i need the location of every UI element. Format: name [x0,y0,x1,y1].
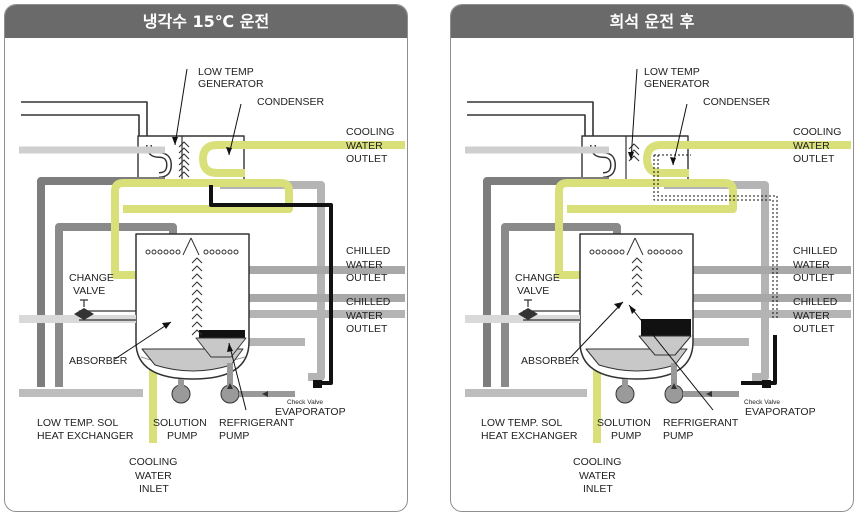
diagram-panel-after-dilution: 희석 운전 후 [450,4,854,512]
steam-line [21,101,148,143]
svg-text:HEAT EXCHANGER: HEAT EXCHANGER [37,430,134,442]
label-condenser: CONDENSER [703,96,771,108]
svg-text:OUTLET: OUTLET [793,323,835,335]
label-chilled-water-outlet-2: CHILLED [346,296,391,308]
svg-text:WATER: WATER [579,470,616,482]
svg-text:HEAT EXCHANGER: HEAT EXCHANGER [481,430,578,442]
svg-text:WATER: WATER [346,259,383,271]
svg-text:OUTLET: OUTLET [346,272,388,284]
label-cooling-water-outlet: COOLING [346,126,394,138]
svg-text:INLET: INLET [139,483,169,495]
label-chilled-water-outlet-2: CHILLED [793,296,838,308]
svg-text:WATER: WATER [135,470,172,482]
label-low-temp-generator: LOW TEMP [198,66,254,78]
label-change-valve: CHANGE [69,272,114,284]
svg-text:OUTLET: OUTLET [793,153,835,165]
label-chilled-water-outlet-1: CHILLED [346,245,391,257]
svg-text:OUTLET: OUTLET [346,153,388,165]
svg-text:PUMP: PUMP [219,430,249,442]
label-low-temp-sol-heat-exchanger: LOW TEMP. SOL [37,417,118,429]
label-solution-pump: SOLUTION [153,417,207,429]
svg-text:VALVE: VALVE [517,285,549,297]
svg-text:OUTLET: OUTLET [346,323,388,335]
refrigerant-line [209,185,333,385]
svg-text:PUMP: PUMP [663,430,693,442]
label-evaporator: EVAPORATOP [275,406,346,418]
label-solution-pump: SOLUTION [597,417,651,429]
svg-text:PUMP: PUMP [167,430,197,442]
vapor-arrows [178,141,190,178]
label-check-valve: Check Valve [744,399,780,406]
label-absorber: ABSORBER [521,355,580,367]
solution-pump-icon [171,384,191,404]
diagram-panel-cooling-15c: 냉각수 15℃ 운전 [4,4,408,512]
svg-text:WATER: WATER [793,259,830,271]
label-change-valve: CHANGE [515,272,560,284]
svg-text:WATER: WATER [793,310,830,322]
svg-text:PUMP: PUMP [611,430,641,442]
svg-text:WATER: WATER [793,140,830,152]
label-check-valve: Check Valve [287,399,323,406]
svg-text:WATER: WATER [346,310,383,322]
panel-title: 희석 운전 후 [451,5,853,38]
svg-text:OUTLET: OUTLET [793,272,835,284]
panel-title: 냉각수 15℃ 운전 [5,5,407,38]
label-evaporator: EVAPORATOP [745,406,816,418]
label-low-temp-sol-heat-exchanger: LOW TEMP. SOL [481,417,562,429]
label-refrigerant-pump: REFRIGERANT [219,417,295,429]
label-chilled-water-outlet-1: CHILLED [793,245,838,257]
label-low-temp-generator: LOW TEMP [644,66,700,78]
label-cooling-water-outlet: COOLING [793,126,841,138]
label-cooling-water-inlet: COOLING [129,456,177,468]
label-absorber: ABSORBER [69,355,128,367]
svg-text:WATER: WATER [346,140,383,152]
cooling-water-coil [199,141,405,177]
svg-text:INLET: INLET [583,483,613,495]
label-cooling-water-inlet: COOLING [573,456,621,468]
label-condenser: CONDENSER [257,96,325,108]
svg-text:GENERATOR: GENERATOR [644,78,710,90]
absorption-chiller-diagram: LOW TEMP GENERATOR CONDENSER COOLING WAT… [19,66,405,495]
svg-text:VALVE: VALVE [73,285,105,297]
absorption-chiller-diagram: LOW TEMP GENERATOR CONDENSER COOLING WAT… [465,66,851,495]
check-valve-icon [313,380,322,388]
label-refrigerant-pump: REFRIGERANT [663,417,739,429]
svg-text:GENERATOR: GENERATOR [198,78,264,90]
